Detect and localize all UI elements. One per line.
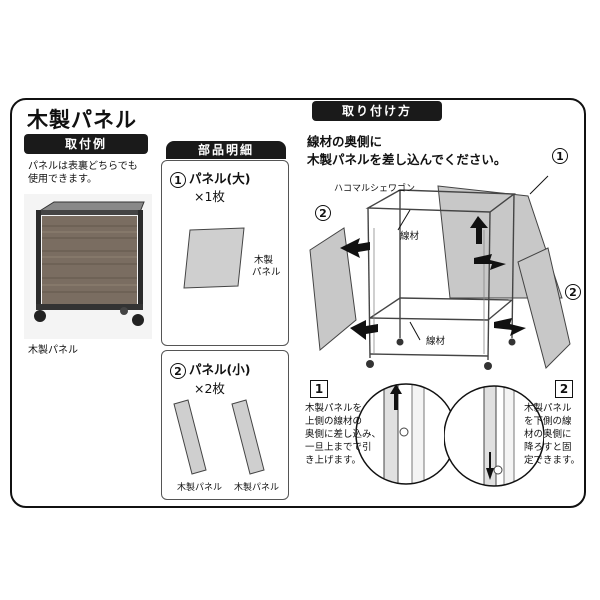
- step-1-line1: 木製パネルを: [305, 403, 363, 414]
- detail-zoom-left: [355, 383, 454, 485]
- small-panels-illustration: [173, 399, 265, 475]
- wagon-label: ハコマルシェワゴン: [334, 184, 416, 194]
- step-2-line1: 木製パネル: [524, 403, 572, 414]
- step-1-line5: き上げます。: [305, 455, 362, 466]
- part-number-2: 2: [170, 362, 186, 379]
- step-1-line3: 奥側に差し込み、: [305, 429, 382, 440]
- part-number-1: 1: [170, 171, 186, 188]
- parts-header: 部品明細: [166, 141, 286, 159]
- step-2-line2: を下側の線: [524, 416, 572, 427]
- callout-number-2-left: 2: [315, 205, 331, 221]
- install-instruction-line1: 線材の奥側に: [307, 134, 383, 149]
- small-panel-qty: ×2枚: [194, 381, 225, 396]
- callout-number-1: 1: [552, 148, 568, 164]
- page-title: 木製パネル: [27, 108, 137, 132]
- install-instruction-line2: 木製パネルを差し込んでください。: [307, 152, 507, 167]
- small-panel-label-b: 木製パネル: [234, 483, 280, 493]
- assembly-diagram: [309, 175, 571, 370]
- example-note-line1: パネルは表裏どちらでも: [28, 161, 138, 172]
- step-2-line3: 材の奥側に: [524, 429, 572, 440]
- wire-label-top: 線材: [400, 231, 420, 242]
- wire-label-bottom: 線材: [426, 336, 446, 347]
- step-2-line4: 降ろすと固: [524, 442, 572, 453]
- large-panel-label-2: パネル: [252, 267, 281, 278]
- wagon-photo: [24, 194, 152, 339]
- step-1-number: 1: [310, 380, 328, 398]
- large-panel-qty: ×1枚: [194, 189, 225, 204]
- example-header: 取付例: [24, 134, 148, 154]
- step-1-line4: 一旦上までで引: [305, 442, 372, 453]
- large-panel-label-1: 木製: [254, 255, 274, 266]
- detail-zoom-right: [444, 385, 544, 487]
- step-1-line2: 上側の線材の: [305, 416, 363, 427]
- example-caption: 木製パネル: [28, 345, 78, 356]
- step-2-number: 2: [555, 380, 573, 398]
- small-panel-label-a: 木製パネル: [177, 483, 223, 493]
- example-note-line2: 使用できます。: [28, 174, 97, 185]
- callout-number-2-right: 2: [565, 284, 581, 300]
- large-panel-illustration: [183, 227, 245, 289]
- install-header: 取り付け方: [312, 101, 442, 121]
- step-2-line5: 定できます。: [524, 455, 581, 466]
